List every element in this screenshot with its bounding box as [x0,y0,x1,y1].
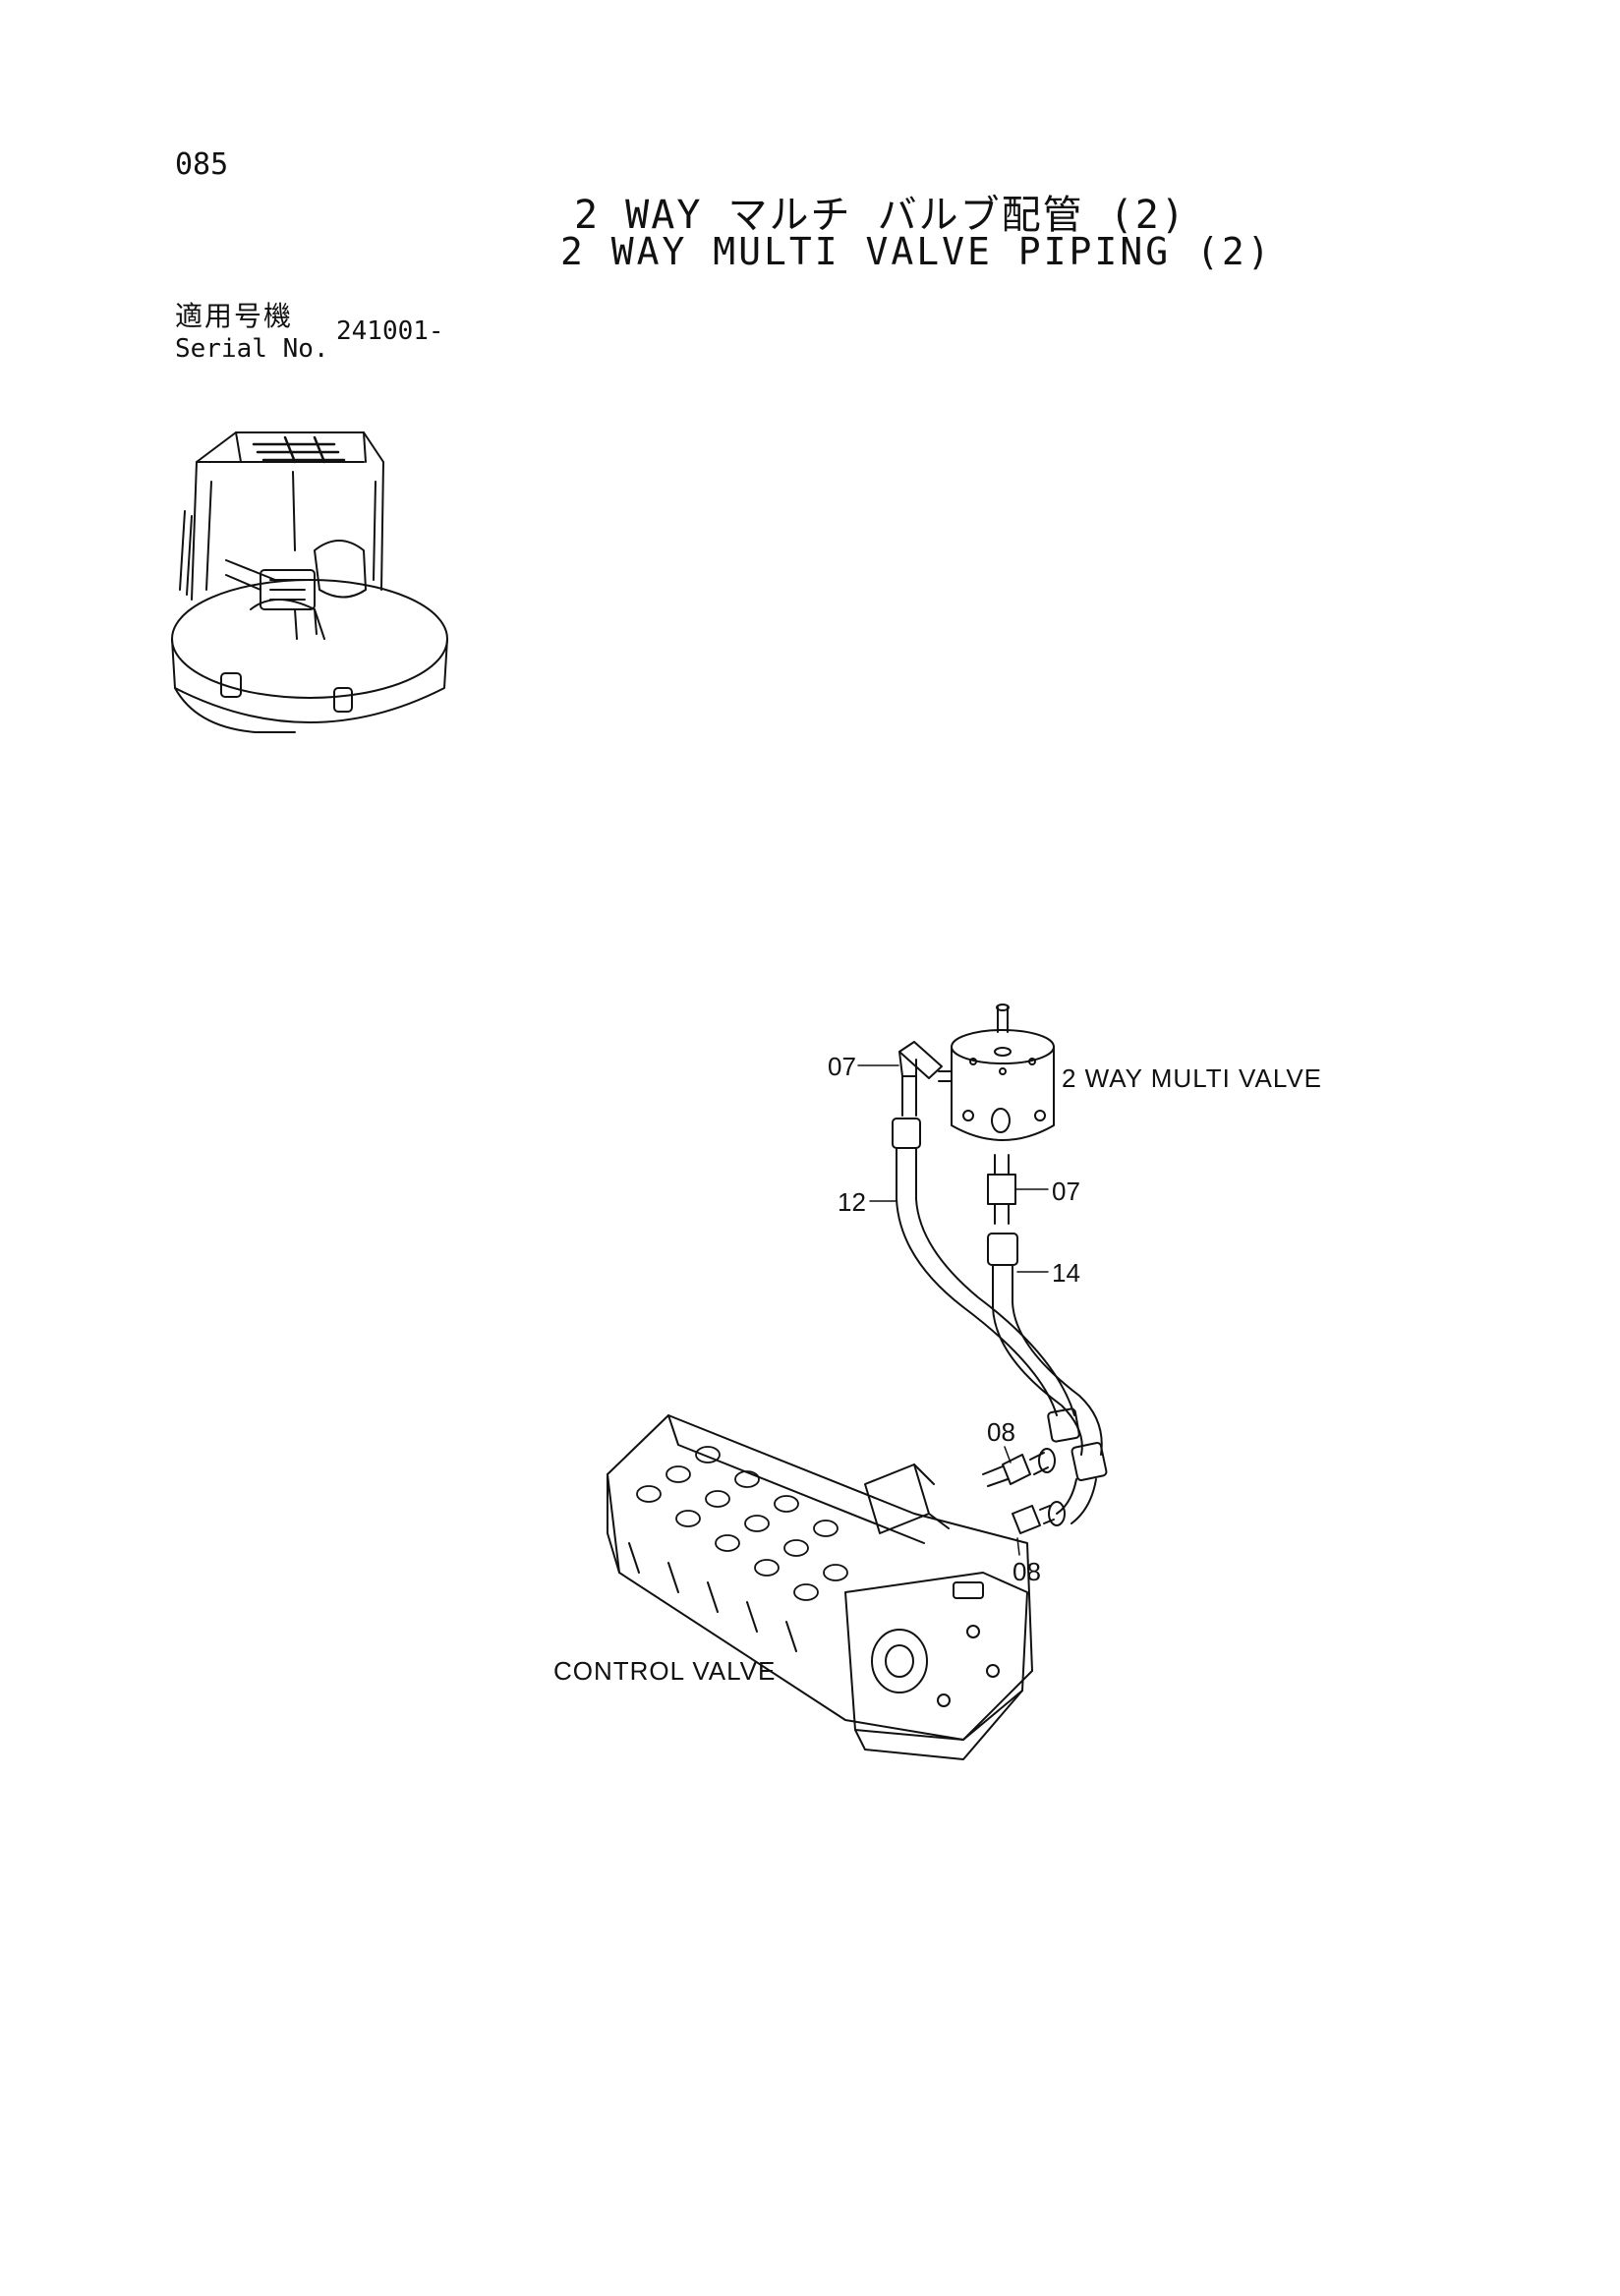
control-valve-drawing [607,1414,1033,1760]
callout-08-top: 08 [987,1417,1015,1447]
page-title-english: 2 WAY MULTI VALVE PIPING (2) [560,230,1273,273]
callout-12: 12 [838,1187,866,1217]
callout-07-left: 07 [828,1052,856,1081]
elbow-fitting-07-left [898,1041,943,1117]
serial-number-value: 241001- [336,316,444,346]
machine-location-thumbnail [171,431,448,733]
serial-label-japanese: 適用号機 [175,300,294,332]
label-two-way-multi-valve: 2 WAY MULTI VALVE [1062,1063,1323,1093]
callout-08-bottom: 08 [1012,1557,1041,1586]
hose-14 [987,1233,1108,1524]
callout-14: 14 [1052,1258,1080,1288]
page-number: 085 [175,147,229,182]
two-way-multi-valve-drawing [938,1004,1055,1141]
callout-07-right: 07 [1052,1177,1080,1206]
page-title-japanese: 2 WAY マルチ バルブ配管 (2) [574,193,1186,238]
adapter-fitting-07-right [987,1154,1016,1225]
leader-lines [857,1064,1049,1556]
serial-label-english: Serial No. [175,334,329,364]
adapter-fittings-08 [982,1448,1066,1534]
label-control-valve: CONTROL VALVE [553,1656,777,1686]
